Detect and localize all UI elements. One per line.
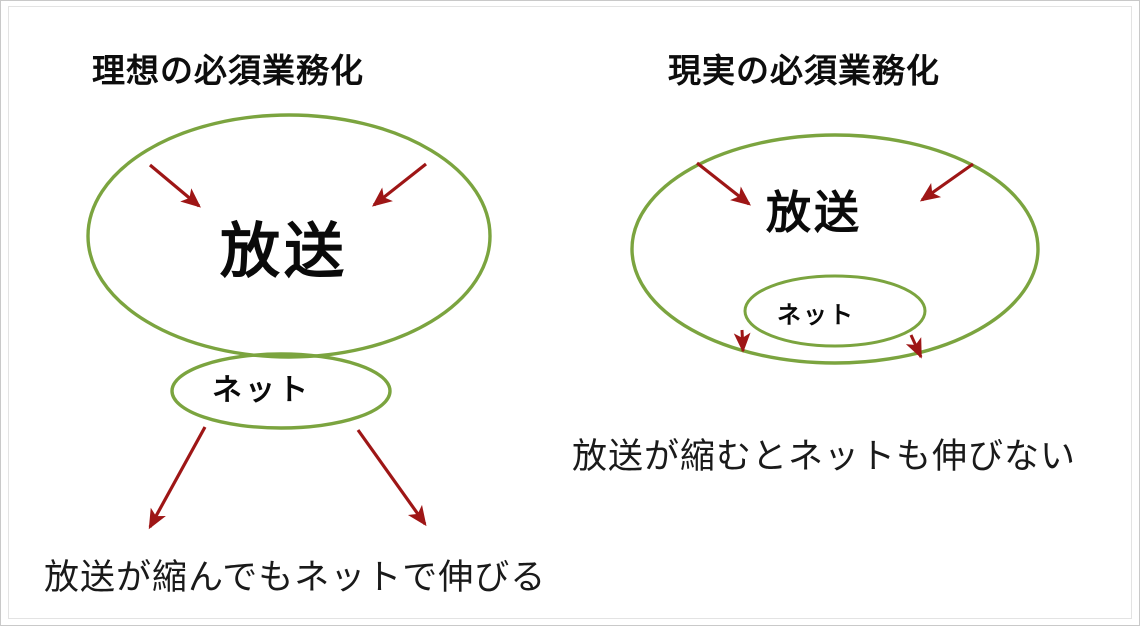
right-outer-ellipse-label: 放送 xyxy=(766,186,863,239)
right-arrow-bottom-left-short xyxy=(733,329,751,353)
left-inner-ellipse-net xyxy=(170,352,392,430)
right-group-title: 現実の必須業務化 xyxy=(668,51,940,90)
right-outer-ellipse-broadcast xyxy=(630,133,1040,365)
right-arrow-bottom-right-short xyxy=(905,334,923,359)
left-group-title: 理想の必須業務化 xyxy=(92,51,364,90)
left-arrow-bottom-right-outward xyxy=(356,429,427,527)
left-outer-ellipse-broadcast xyxy=(86,113,492,359)
right-inner-ellipse-net xyxy=(743,274,927,348)
left-arrow-bottom-left-outward xyxy=(148,426,207,530)
left-arrow-top-right-inward xyxy=(371,162,427,207)
left-group-caption: 放送が縮んでもネットで伸びる xyxy=(44,558,547,598)
right-inner-ellipse-label: ネット xyxy=(777,301,855,329)
right-group-caption: 放送が縮むとネットも伸びない xyxy=(572,437,1077,477)
right-arrow-top-left-inward xyxy=(696,161,752,206)
right-arrow-top-right-inward xyxy=(919,162,974,202)
left-inner-ellipse-label: ネット xyxy=(212,373,311,408)
left-arrow-top-left-inward xyxy=(148,163,201,208)
left-outer-ellipse-label: 放送 xyxy=(220,217,348,287)
